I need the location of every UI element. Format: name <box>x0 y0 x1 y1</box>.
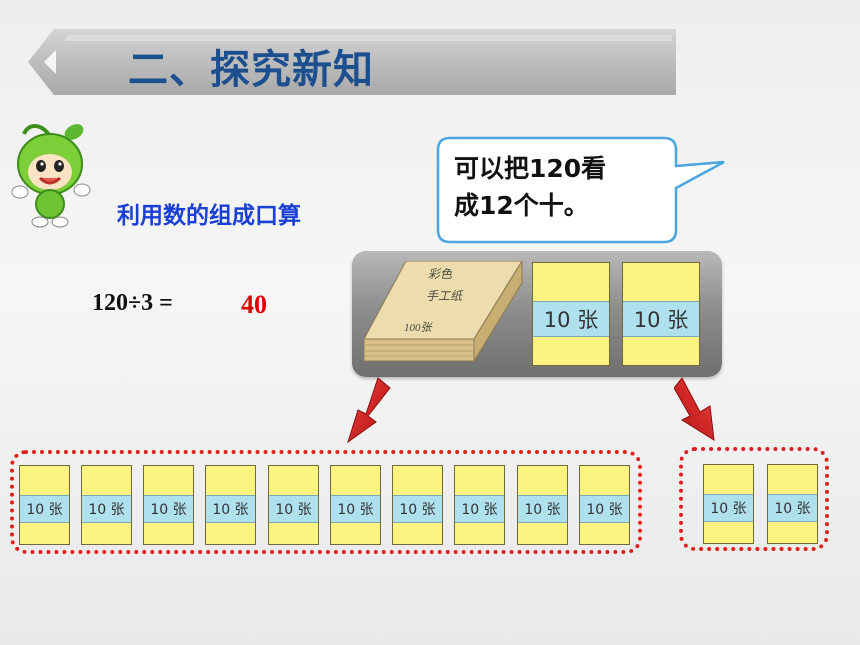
stack-label: 10 张 <box>331 495 380 523</box>
subtitle: 利用数的组成口算 <box>117 203 301 229</box>
stack-label: 10 张 <box>623 301 699 337</box>
bubble-line-2: 成12个十。 <box>454 191 589 220</box>
group-stack: 10 张 <box>454 465 505 545</box>
stack-label: 10 张 <box>144 495 193 523</box>
panel-stack: 10 张 <box>532 262 610 366</box>
bubble-text: 可以把120看 成12个十。 <box>454 150 664 224</box>
panel-stack: 10 张 <box>622 262 700 366</box>
stack-label: 10 张 <box>82 495 131 523</box>
group-stack: 10 张 <box>268 465 319 545</box>
group-stack: 10 张 <box>81 465 132 545</box>
pack-label-2: 手工纸 <box>426 289 463 303</box>
pack-label-3: 100张 <box>404 322 432 334</box>
stack-label: 10 张 <box>455 495 504 523</box>
stack-label: 10 张 <box>206 495 255 523</box>
group-stack: 10 张 <box>205 465 256 545</box>
group-stack: 10 张 <box>579 465 630 545</box>
equation: 120÷3 = <box>92 290 173 316</box>
banner-shape <box>28 29 676 95</box>
group-stack: 10 张 <box>392 465 443 545</box>
paper-pack-icon <box>363 259 523 363</box>
stack-label: 10 张 <box>580 495 629 523</box>
right-stack-group <box>679 447 829 551</box>
section-title: 二、探究新知 <box>128 47 374 93</box>
stack-label: 10 张 <box>768 494 817 522</box>
answer: 40 <box>241 290 267 319</box>
group-stack: 10 张 <box>767 464 818 544</box>
mascot-icon <box>10 118 94 228</box>
group-stack: 10 张 <box>517 465 568 545</box>
speech-bubble: 可以把120看 成12个十。 <box>436 136 728 244</box>
stack-label: 10 张 <box>533 301 609 337</box>
arrow-down-left-icon <box>347 377 391 444</box>
group-stack: 10 张 <box>143 465 194 545</box>
section-banner: 二、探究新知 <box>28 29 676 95</box>
left-stack-group <box>10 450 642 554</box>
group-stack: 10 张 <box>19 465 70 545</box>
bubble-line-1: 可以把120看 <box>454 154 607 183</box>
stack-label: 10 张 <box>518 495 567 523</box>
stack-label: 10 张 <box>20 495 69 523</box>
group-stack: 10 张 <box>330 465 381 545</box>
stack-label: 10 张 <box>704 494 753 522</box>
pack-label-1: 彩色 <box>428 267 453 281</box>
arrow-down-right-icon <box>674 377 715 441</box>
paper-pack: 彩色 手工纸 100张 <box>363 259 524 369</box>
bubble-shape <box>436 136 725 244</box>
group-stack: 10 张 <box>703 464 754 544</box>
stack-label: 10 张 <box>393 495 442 523</box>
stack-label: 10 张 <box>269 495 318 523</box>
